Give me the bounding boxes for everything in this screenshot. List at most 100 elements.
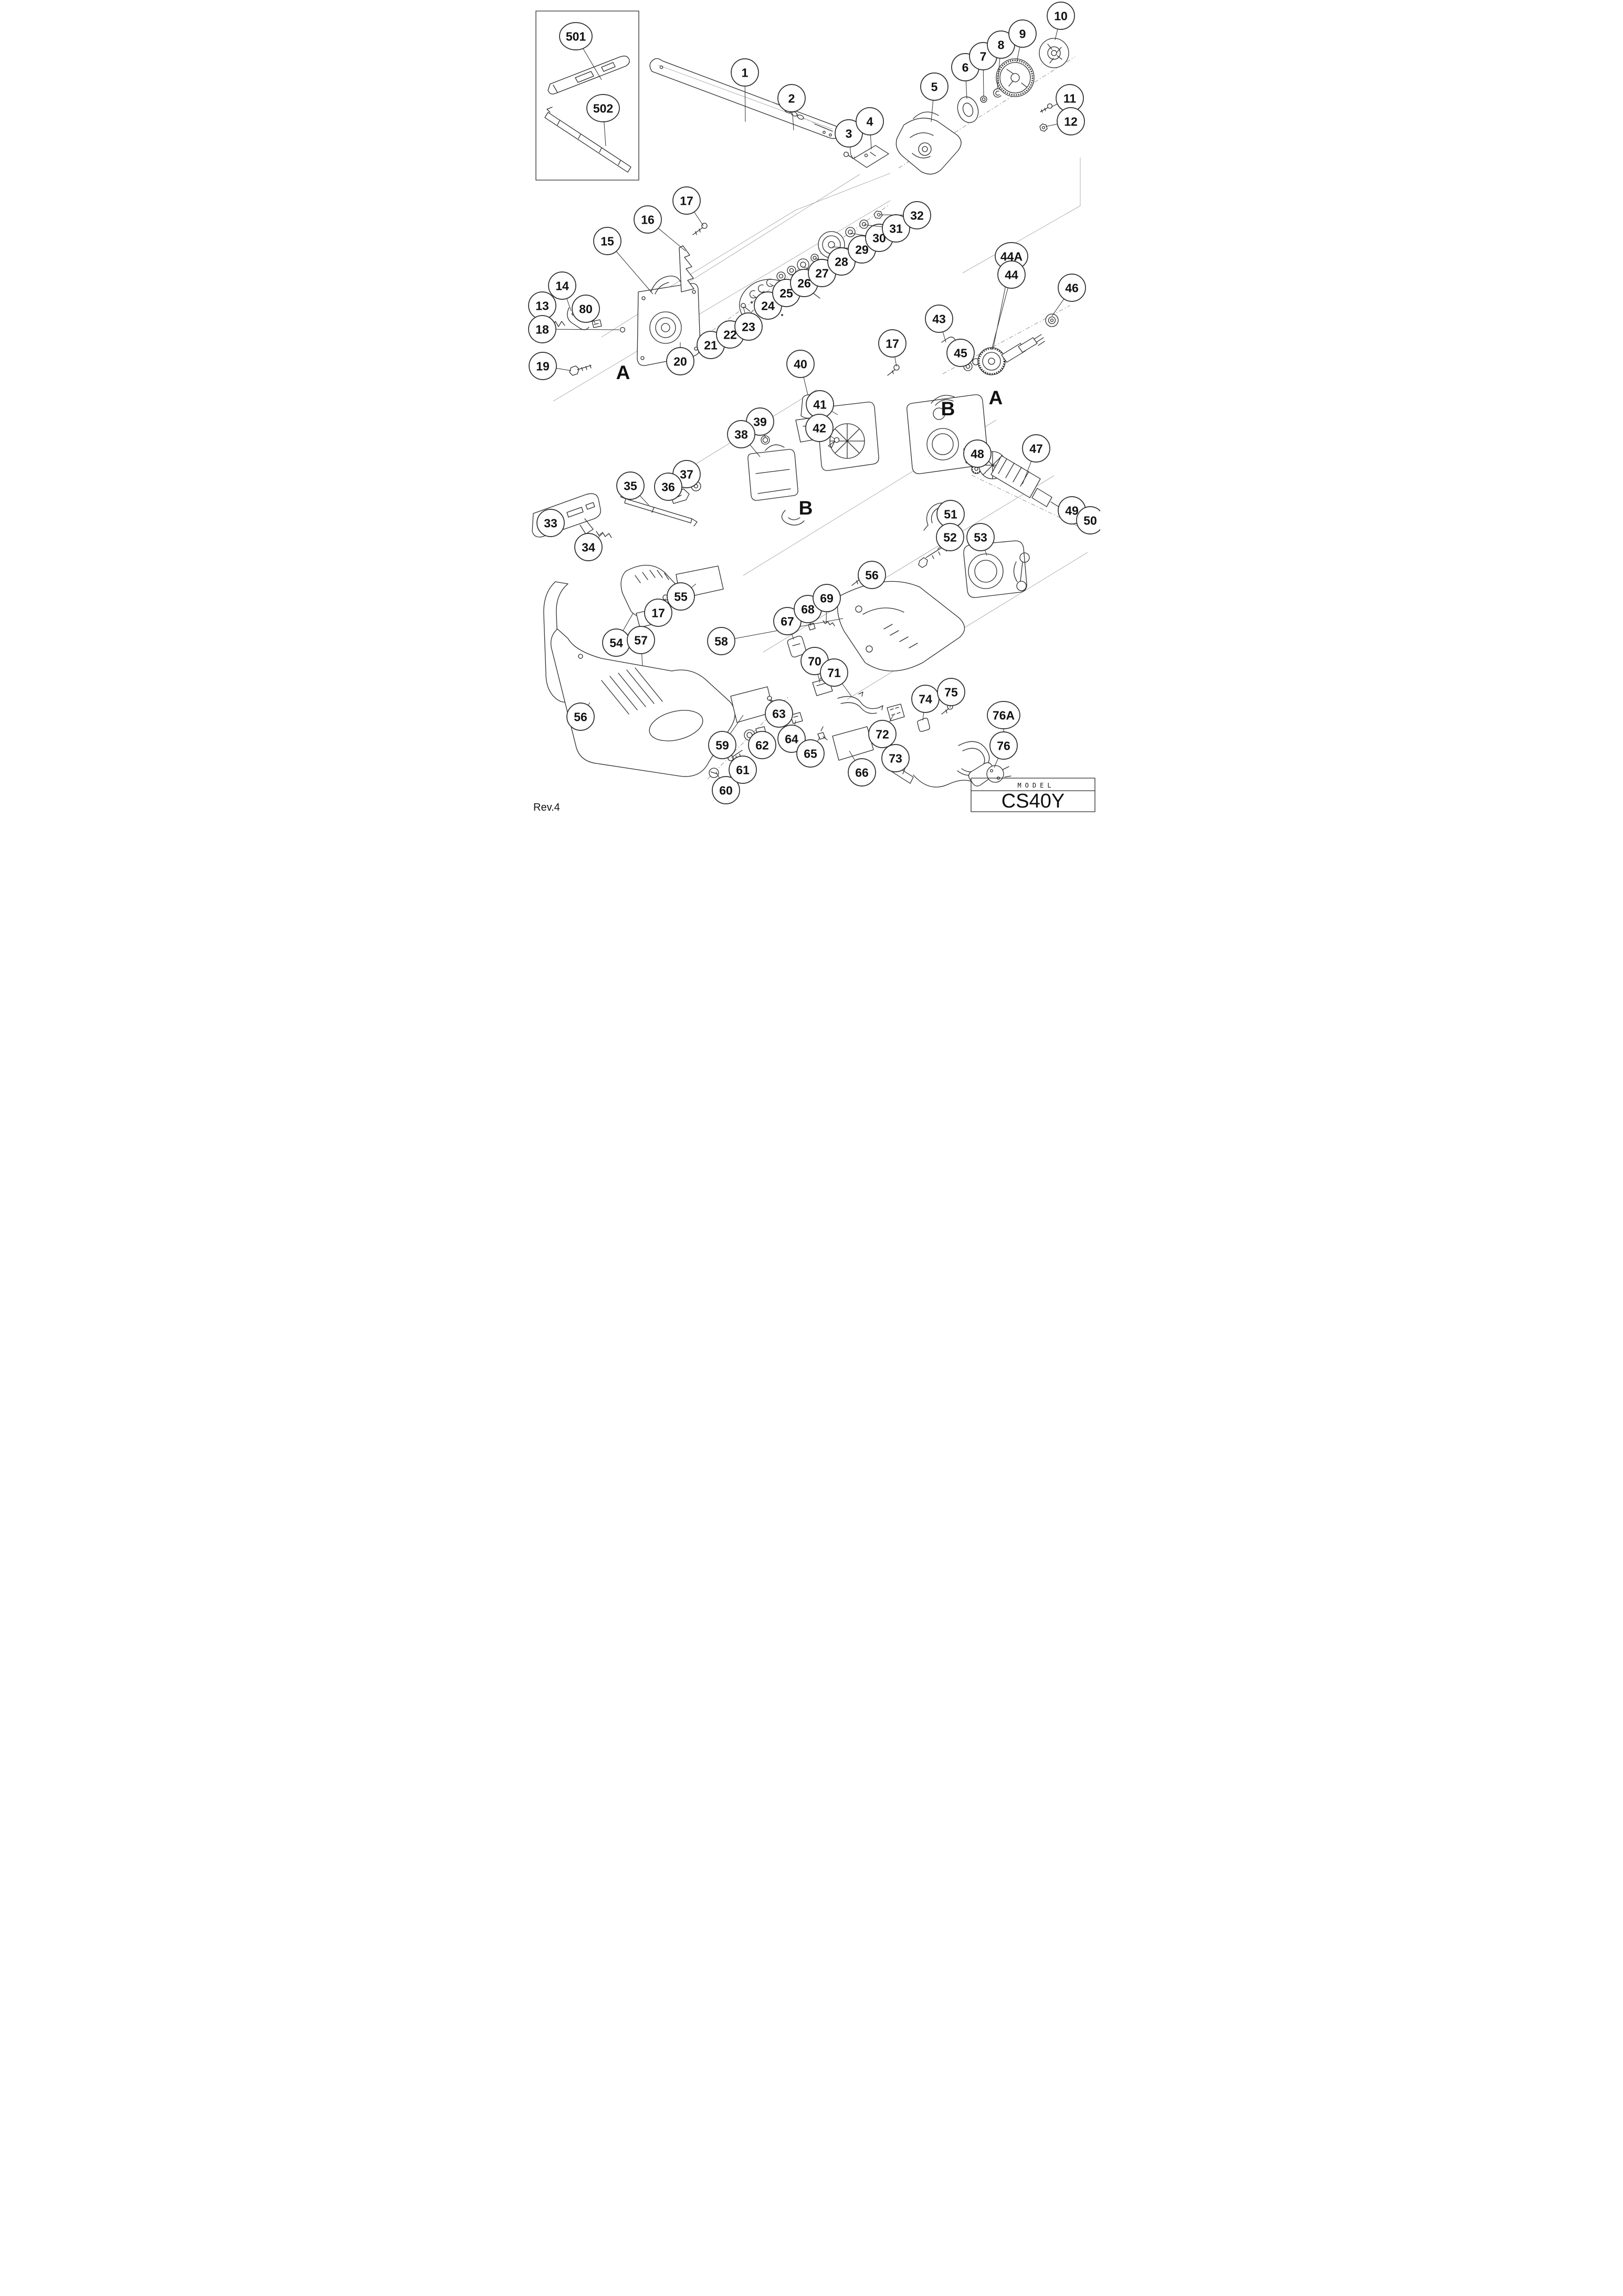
callout-52[interactable]: 52 (936, 523, 964, 551)
washer-6-art (957, 96, 979, 123)
callout-74[interactable]: 74 (911, 685, 940, 721)
balloon-circle (707, 627, 735, 655)
balloon-number: 23 (742, 320, 755, 333)
callout-2[interactable]: 2 (777, 84, 806, 131)
callout-18[interactable]: 18 (528, 315, 620, 343)
callout-76[interactable]: 76 (989, 731, 1018, 768)
callout-34[interactable]: 34 (574, 533, 603, 561)
callout-56[interactable]: 56 (566, 702, 595, 731)
balloon-number: 35 (624, 479, 637, 492)
balloon-circle (805, 414, 834, 442)
callout-72[interactable]: 72 (868, 715, 897, 748)
callout-16[interactable]: 16 (634, 205, 686, 251)
balloon-circle (868, 720, 897, 748)
balloon-number: 50 (1083, 513, 1097, 527)
callout-35[interactable]: 35 (616, 471, 649, 506)
oiler-42-art (828, 437, 840, 448)
callout-46[interactable]: 46 (1051, 274, 1086, 317)
spacer-30-art (845, 227, 856, 237)
callout-44[interactable]: 44 (991, 260, 1026, 350)
callout-53[interactable]: 53 (966, 523, 995, 556)
balloon-number: 31 (889, 222, 903, 235)
callout-64[interactable]: 64 (777, 720, 806, 753)
callout-17[interactable]: 17 (644, 598, 672, 627)
balloon-number: 26 (797, 276, 811, 290)
balloon-number: 58 (714, 634, 728, 648)
callout-47[interactable]: 47 (1022, 434, 1050, 485)
callout-36[interactable]: 36 (654, 473, 682, 501)
screw-17a-art (692, 223, 708, 235)
callout-56[interactable]: 56 (858, 561, 886, 589)
callout-5[interactable]: 5 (920, 72, 948, 122)
balloon-number: 46 (1065, 281, 1079, 295)
balloon-number: 34 (582, 540, 595, 554)
brake-cover-art (895, 111, 962, 175)
callout-67[interactable]: 67 (773, 607, 802, 640)
bolt-52-art (918, 534, 963, 568)
callout-11[interactable]: 11 (1051, 84, 1084, 112)
balloon-circle (616, 471, 645, 500)
callout-63[interactable]: 63 (765, 699, 793, 728)
callout-69[interactable]: 69 (813, 584, 841, 623)
upper-housing-58-art (837, 581, 965, 672)
callout-45[interactable]: 45 (946, 339, 975, 367)
callout-43[interactable]: 43 (925, 305, 953, 343)
balloon-number: 51 (944, 507, 957, 521)
callout-502[interactable]: 502 (586, 94, 620, 146)
callout-73[interactable]: 73 (881, 744, 910, 772)
callout-65[interactable]: 65 (796, 737, 825, 768)
balloon-number: 16 (641, 213, 655, 226)
callout-75[interactable]: 75 (937, 678, 965, 708)
callout-13[interactable]: 13 (528, 291, 556, 323)
callout-59[interactable]: 59 (708, 715, 744, 759)
callout-17[interactable]: 17 (672, 186, 704, 226)
callout-66[interactable]: 66 (848, 750, 876, 787)
callout-4[interactable]: 4 (856, 107, 884, 150)
callout-80[interactable]: 80 (572, 295, 600, 324)
callout-31[interactable]: 31 (863, 214, 910, 243)
callout-14[interactable]: 14 (548, 271, 576, 311)
callout-20[interactable]: 20 (666, 342, 694, 375)
balloon-circle (666, 347, 694, 375)
balloon-number: 52 (943, 530, 957, 544)
callout-9[interactable]: 9 (1008, 19, 1037, 62)
callout-10[interactable]: 10 (1047, 2, 1075, 40)
wiring-71-art (837, 691, 883, 714)
balloon-number: 76 (997, 739, 1010, 752)
callout-28[interactable]: 28 (814, 247, 856, 276)
callout-58[interactable]: 58 (707, 618, 844, 655)
callout-15[interactable]: 15 (593, 227, 654, 295)
callout-54[interactable]: 54 (602, 613, 634, 657)
callout-40[interactable]: 40 (786, 350, 815, 395)
callout-42[interactable]: 42 (805, 414, 835, 442)
callout-12[interactable]: 12 (1045, 107, 1085, 135)
callout-76A[interactable]: 76A (987, 701, 1020, 732)
callout-61[interactable]: 61 (729, 756, 757, 784)
callout-62[interactable]: 62 (748, 731, 776, 759)
callout-33[interactable]: 33 (536, 509, 565, 537)
balloon-circle (1008, 19, 1037, 48)
balloon-circle (1047, 2, 1075, 30)
oring-b-art (933, 407, 945, 420)
callout-55[interactable]: 55 (667, 582, 697, 611)
callout-57[interactable]: 57 (627, 626, 655, 666)
callout-71[interactable]: 71 (820, 658, 852, 697)
callout-60[interactable]: 60 (712, 771, 740, 804)
callout-44A[interactable]: 44A (993, 242, 1028, 349)
balloon-circle (654, 473, 682, 501)
callout-48[interactable]: 48 (963, 439, 992, 468)
callout-1[interactable]: 1 (731, 58, 759, 122)
balloon-number: 13 (535, 299, 549, 312)
balloon-circle (593, 227, 621, 255)
callout-19[interactable]: 19 (529, 352, 572, 380)
callout-3[interactable]: 3 (835, 119, 863, 156)
callout-32[interactable]: 32 (879, 201, 931, 229)
callout-23[interactable]: 23 (734, 306, 763, 341)
callout-17[interactable]: 17 (878, 329, 907, 367)
callout-38[interactable]: 38 (727, 420, 761, 457)
balloon-circle (989, 731, 1018, 760)
oring-39-art (761, 435, 770, 445)
callout-50[interactable]: 50 (1076, 506, 1100, 534)
balloon-number: 38 (734, 427, 748, 441)
callout-501[interactable]: 501 (559, 22, 602, 80)
